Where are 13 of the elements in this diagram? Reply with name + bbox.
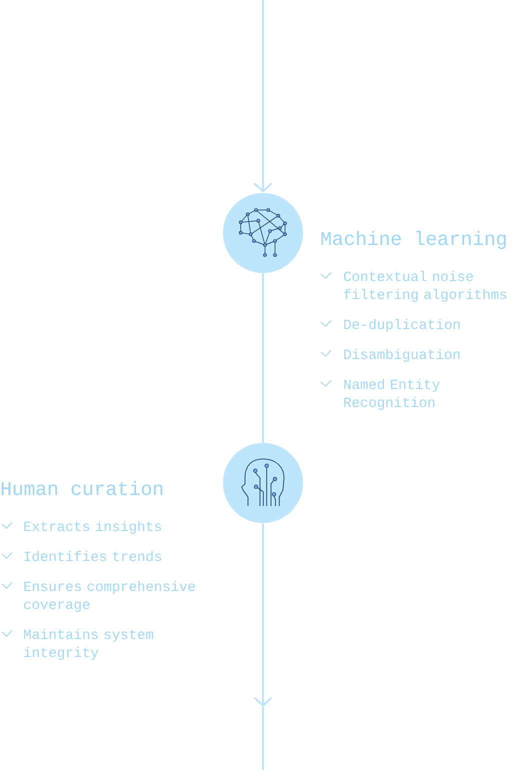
list-item: Contextual noise filtering algorithms bbox=[344, 270, 506, 302]
list-item: Disambiguation bbox=[344, 348, 460, 362]
list-item: Identifies trends bbox=[24, 550, 162, 562]
list-item: Named Entity Recognition bbox=[344, 378, 440, 410]
list-item: Extracts insights bbox=[24, 520, 162, 534]
arrow bbox=[254, 0, 272, 193]
arrow bbox=[254, 523, 272, 707]
list-item: Ensures comprehensive coverage bbox=[24, 580, 195, 612]
heading: Human curation bbox=[2, 480, 162, 496]
list-item: De-duplication bbox=[344, 318, 460, 332]
list-item: Maintains system integrity bbox=[24, 628, 154, 660]
heading: Machine learning bbox=[321, 230, 506, 250]
connector-line bbox=[262, 273, 264, 443]
